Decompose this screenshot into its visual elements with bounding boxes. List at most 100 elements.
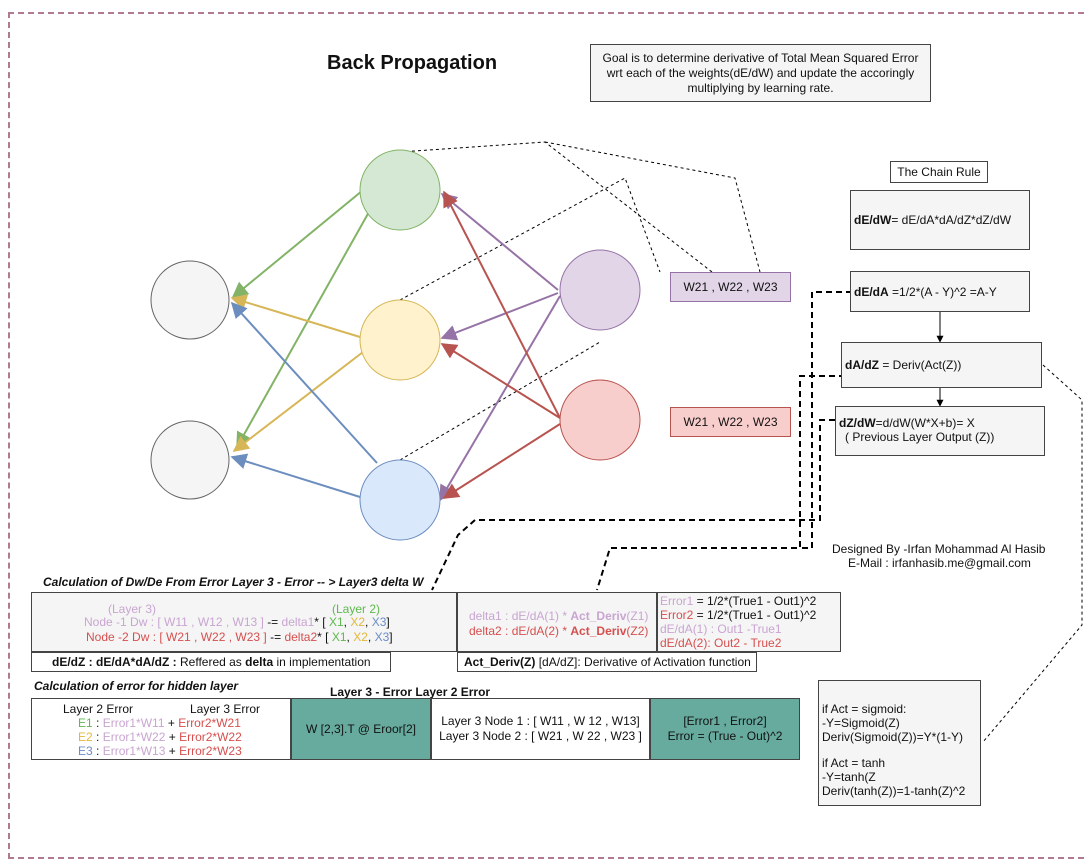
dw-row1-star: * [ [314,615,326,629]
e2-label: E2 [78,730,93,744]
dz-dw-box: dZ/dW=d/dW(W*X+b)= X ( Previous Layer Ou… [835,406,1045,456]
dw-row1-left: Node -1 Dw : [ W11 , W12 , W13 ] [84,615,264,629]
delta-box: delta1 : dE/dA(1) * Act_Deriv(Z1) delta2… [457,592,657,652]
delta2-c: (Z2) [626,624,649,638]
comma: , [346,630,350,644]
activation-box: if Act = sigmoid: -Y=Sigmoid(Z) Deriv(Si… [818,680,981,806]
dz-dw-bold: dZ/dW [839,416,876,430]
delta2-b: Act_Deriv [570,624,627,638]
page-title: Back Propagation [327,52,498,74]
err2-label: Error2 [660,608,694,622]
e2-a: Error1*W22 [102,730,166,744]
x1: X1 [328,615,344,629]
dw-row2-mid: -= [270,630,282,644]
close: ] [389,630,393,644]
error-formula-box: Error1 = 1/2*(True1 - Out1)^2 Error2 = 1… [657,592,841,652]
x2: X2 [350,615,365,629]
chain-rule-heading: The Chain Rule [890,161,988,183]
e1-b: Error2*W21 [178,716,241,730]
plus: + [164,716,179,730]
arrow-yellow-2 [232,351,364,452]
node2-text: Layer 3 Node 2 : [ W21 , W 22 , W23 ] [439,729,642,743]
act-rest: [dA/dZ]: Derivative of Activation functi… [535,655,751,669]
de-dw-bold: dE/dW [854,213,892,227]
comma: , [367,630,372,644]
plus: + [165,730,180,744]
e1-a: Error1*W11 [102,716,165,730]
de-da-box: dE/dA =1/2*(A - Y)^2 =A-Y [850,271,1030,312]
x3: X3 [371,615,387,629]
dz-dw-line2: ( Previous Layer Output (Z)) [845,430,995,444]
act-l4: if Act = tanh [822,756,886,770]
arrow-blue-2 [230,453,361,498]
comma: , [365,615,369,629]
de-dw-box: dE/dW= dE/dA*dA/dZ*dZ/dW [850,190,1030,250]
arrow-blue-1 [230,301,378,464]
calc-dw-heading: Calculation of Dw/De From Error Layer 3 … [43,575,424,589]
dz-dw-rest: =d/dW(W*X+b)= X [875,416,975,430]
layer3-label: (Layer 3) [108,602,157,616]
delta2-a: delta2 : dE/dA(2) * [469,624,571,638]
node-weights-box: Layer 3 Node 1 : [ W11 , W 12 , W13] Lay… [431,698,650,760]
dw-row1-mid: -= [267,615,279,629]
designer-line2: E-Mail : irfanhasib.me@gmail.com [848,556,1031,570]
arrow-red-3 [442,423,561,499]
x1: X1 [331,630,347,644]
arrow-red-1 [443,190,561,419]
delta1-c: (Z1) [626,609,649,623]
hidden-node-blue [359,459,441,541]
arrow-purple-2 [440,292,559,341]
deda2: dE/dA(2): Out2 - True2 [660,636,782,650]
e1-row: E1 : Error1*W11 + Error2*W21 [78,716,241,731]
calc-dw-box: (Layer 3) (Layer 2) Node -1 Dw : [ W11 ,… [31,592,457,652]
e2-row: E2 : Error1*W22 + Error2*W22 [78,730,242,745]
e3-a: Error1*W13 [102,744,166,758]
act-l5: -Y=tanh(Z [822,770,876,784]
delta1-b: Act_Deriv [570,609,627,623]
dw-row1-delta: delta1 [281,615,315,629]
weights-purple-text: W21 , W22 , W23 [683,280,778,294]
errvec-text: [Error1 , Error2] [683,714,767,728]
input-node-1 [150,260,230,340]
col-l2-label: Layer 2 Error [63,702,134,716]
de-dw-rest: = dE/dA*dA/dZ*dZ/dW [891,213,1012,227]
arrow-purple-1 [440,192,559,291]
dedz-note: dE/dZ : dE/dA*dA/dZ : Reffered as delta … [31,652,391,672]
de-da-rest: =1/2*(A - Y)^2 =A-Y [888,284,997,299]
x3: X3 [374,630,390,644]
delta1-a: delta1 : dE/dA(1) * [469,609,571,623]
page-border [8,12,1084,859]
dw-row2-star: * [ [317,630,329,644]
chain-rule-heading-text: The Chain Rule [897,165,981,179]
close: ] [386,615,390,629]
act-l2: -Y=Sigmoid(Z) [822,716,900,730]
hidden-error-box: Layer 2 Error Layer 3 Error E1 : Error1*… [31,698,291,760]
err1-label: Error1 [660,594,694,608]
col-l3-label: Layer 3 Error [190,702,261,716]
arrow-green-2 [236,202,375,449]
thick-dashed-connectors [431,291,852,591]
e3-b: Error2*W23 [179,744,242,758]
errform-text: Error = (True - Out)^2 [667,729,783,743]
hidden-node-green [359,149,441,231]
delta2-row: delta2 : dE/dA(2) * Act_Deriv(Z2) [469,624,656,639]
act-l6: Deriv(tanh(Z))=1-tanh(Z)^2 [822,784,966,798]
de-da-bold: dE/dA [854,284,889,299]
weights-red-box: W21 , W22 , W23 [670,407,791,437]
colon: : [92,716,103,730]
da-dz-box: dA/dZ = Deriv(Act(Z)) [841,342,1042,388]
delta1-row: delta1 : dE/dA(1) * Act_Deriv(Z1) [469,609,656,624]
hidden-heading: Calculation of error for hidden layer [34,679,239,693]
input-node-2 [150,420,230,500]
arrow-purple-3 [439,295,561,502]
matmul-text: W [2,3].T @ Eroor[2] [306,722,416,736]
dw-row2-delta: delta2 [284,630,318,644]
layer2-label: (Layer 2) [332,602,381,616]
act-l3: Deriv(Sigmoid(Z))=Y*(1-Y) [822,730,964,744]
dedz-tail: in implementation [273,655,371,669]
goal-box: Goal is to determine derivative of Total… [590,44,931,102]
da-dz-rest: = Deriv(Act(Z)) [879,358,962,372]
e3-row: E3 : Error1*W13 + Error2*W23 [78,744,242,759]
dw-row-2: Node -2 Dw : [ W21 , W22 , W23 ] -= delt… [86,630,393,645]
